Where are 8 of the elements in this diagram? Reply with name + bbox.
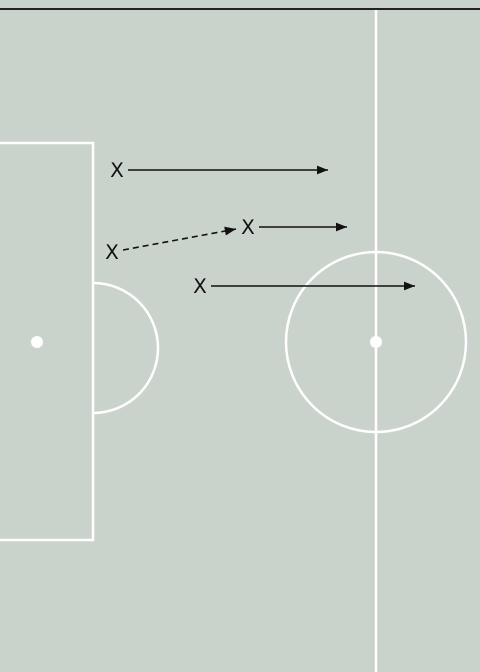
player-marker: X: [192, 276, 208, 296]
arrow: [122, 226, 236, 251]
player-marker: X: [240, 217, 256, 237]
arrow: [259, 222, 347, 232]
player-marker: X: [109, 160, 125, 180]
arrow: [211, 282, 415, 290]
arrow: [128, 166, 328, 174]
player-marker: X: [104, 242, 120, 262]
